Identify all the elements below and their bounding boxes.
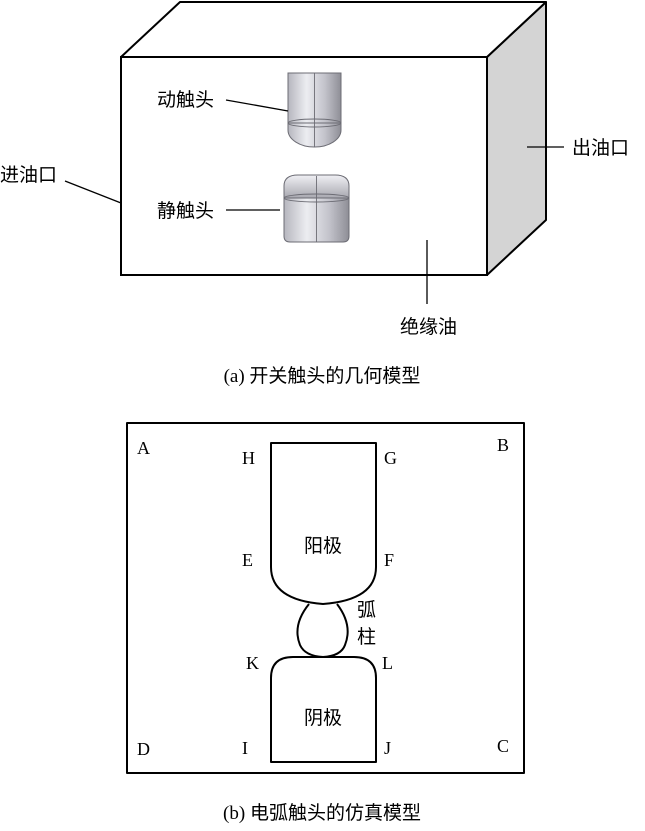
arc-column-label-line-1: 弧 — [357, 599, 376, 621]
point-label-e: E — [242, 550, 253, 570]
point-label-j: J — [384, 738, 391, 758]
simulation-domain-boundary — [126, 422, 525, 774]
point-label-h: H — [242, 448, 255, 468]
figure-a-caption: (a) 开关触头的几何模型 — [224, 365, 421, 387]
corner-label-b: B — [497, 435, 509, 455]
figure-b-simulation-model: 阳极 阴极 弧 柱 A B C D H G E F K L I J (b) 电弧… — [126, 422, 525, 824]
point-label-f: F — [384, 550, 394, 570]
box-top-face — [120, 1, 547, 58]
oil-inlet-label: 进油口 — [0, 164, 57, 186]
corner-label-d: D — [137, 739, 150, 759]
point-label-l: L — [382, 653, 393, 673]
arc-column-shape — [296, 603, 349, 658]
cathode-shape — [270, 656, 377, 763]
moving-contact-leader — [225, 99, 289, 112]
figure-a-geometric-model: 动触头 静触头 进油口 出油口 绝缘油 (a) 开关触头的几何模型 — [0, 1, 629, 387]
point-label-i: I — [242, 738, 248, 758]
moving-contact-label: 动触头 — [157, 89, 214, 111]
figure-b-caption: (b) 电弧触头的仿真模型 — [223, 802, 421, 824]
cathode-label: 阴极 — [304, 707, 342, 729]
static-contact-shape — [283, 174, 350, 243]
insulating-oil-label: 绝缘油 — [400, 316, 457, 338]
corner-label-a: A — [137, 438, 150, 458]
point-label-k: K — [246, 653, 259, 673]
oil-outlet-label: 出油口 — [572, 137, 629, 159]
anode-shape — [270, 442, 377, 605]
moving-contact-shape — [287, 72, 342, 148]
static-contact-label: 静触头 — [157, 200, 214, 222]
arc-column-label-line-2: 柱 — [357, 626, 376, 648]
point-label-g: G — [384, 448, 397, 468]
anode-label: 阳极 — [304, 535, 342, 557]
corner-label-c: C — [497, 736, 509, 756]
oil-inlet-leader — [64, 180, 122, 204]
